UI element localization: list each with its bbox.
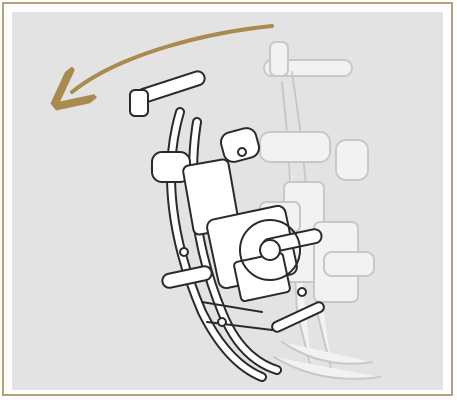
bike-illustration — [12, 24, 381, 382]
figure-frame — [2, 2, 453, 396]
figure-panel — [12, 12, 443, 390]
rotate-left-arrow-icon — [72, 24, 274, 92]
ghost-bike-icon — [259, 41, 381, 380]
folding-exercise-bike-icon — [129, 70, 325, 382]
